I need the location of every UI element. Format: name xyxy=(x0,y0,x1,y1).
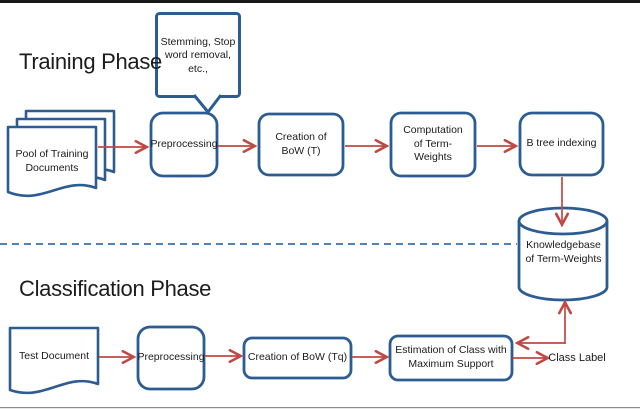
classification-phase-heading: Classification Phase xyxy=(19,276,212,301)
preprocessing-train-box xyxy=(149,111,219,178)
training-phase-heading: Training Phase xyxy=(19,49,162,74)
creation-bow-t-box xyxy=(257,112,345,177)
computation-term-weights-box xyxy=(389,111,477,178)
preprocessing-class-box xyxy=(136,325,206,391)
btree-indexing-box xyxy=(518,111,605,177)
flow-arrows xyxy=(98,146,565,358)
callout-bubble-shape xyxy=(155,12,241,98)
knowledgebase-cylinder xyxy=(517,206,609,302)
bottom-rule xyxy=(0,407,640,409)
pool-of-documents-shape xyxy=(6,109,116,198)
creation-bow-tq-box xyxy=(242,336,353,380)
callout-tail xyxy=(192,94,223,114)
estimation-box xyxy=(388,334,514,382)
top-rule xyxy=(0,0,640,3)
test-document-shape xyxy=(8,326,100,395)
